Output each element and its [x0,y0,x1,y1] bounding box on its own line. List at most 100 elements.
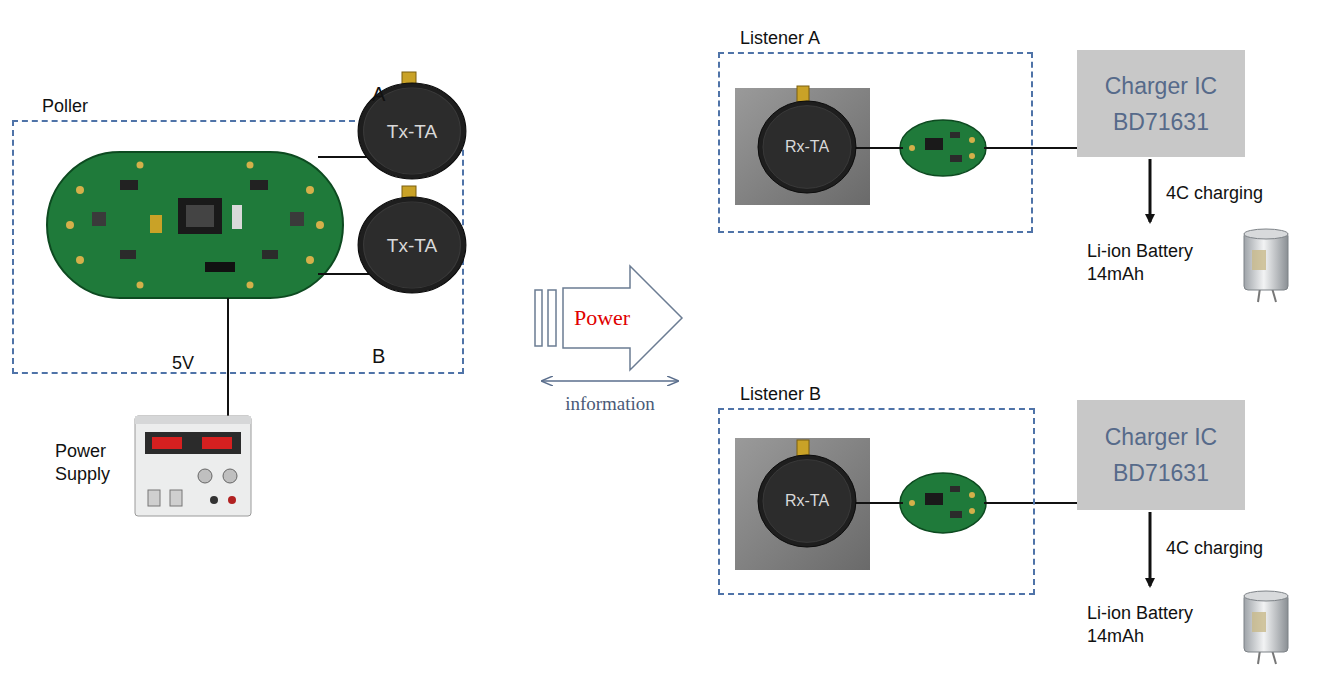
coil-ring [763,460,851,543]
wire [227,298,229,416]
charger-ic-box: Charger IC BD71631 [1077,50,1245,157]
battery-icon [1244,229,1288,239]
coil-label: Rx-TA [785,137,829,157]
poller-pcb [178,198,222,234]
charging-arrow [1149,159,1152,222]
listener-pcb [969,508,975,514]
power-supply-icon [152,437,182,449]
coil-label: Rx-TA [785,491,829,511]
wire [318,273,372,275]
battery-icon [1244,591,1288,664]
wire [984,147,1033,149]
coil-ring [763,106,851,189]
power-arrow [563,266,682,370]
text-label: Li-ion Battery 14mAh [1087,240,1232,286]
poller-pcb [137,282,144,289]
wire [984,502,1035,504]
text-label: Power Supply [55,440,135,486]
coil-ring [364,202,461,288]
battery-icon [1244,594,1288,652]
power-supply-icon [135,416,251,424]
text-label: 4C charging [1166,537,1263,560]
poller-pcb [120,180,138,190]
poller-pcb [92,212,106,226]
listener-pcb [950,132,960,138]
rx-coil-photo [797,86,809,102]
coil-antenna: Tx-TA [357,196,467,294]
text-label: Li-ion Battery 14mAh [1087,602,1232,648]
rx-coil-photo [735,88,870,205]
text-label: 4C charging [1166,182,1263,205]
power-arrow [535,266,682,370]
battery-icon [1244,229,1288,302]
listener-pcb [909,145,915,151]
poller-pcb [247,162,254,169]
power-supply-icon [135,416,251,516]
poller-pcb [76,186,84,194]
rx-coil-photo [735,438,870,570]
coil-body [758,101,856,193]
poller-pcb [205,262,235,272]
listener-pcb [950,155,962,162]
charger-ic-box: Charger IC BD71631 [1077,400,1245,510]
charger-ic-label: Charger IC BD71631 [1096,419,1226,491]
power-supply-icon [198,469,212,483]
power-supply-icon [170,490,182,506]
coil-label: Tx-TA [387,234,437,257]
poller-pcb [316,221,324,229]
wire [845,147,1033,149]
coil-body [758,455,856,547]
poller-pcb [76,256,84,264]
dashed-group-box: Listener ARx-TA [718,52,1033,233]
power-supply-icon [135,416,251,516]
power-arrow [548,290,556,346]
coil-antenna: Rx-TA [757,454,857,548]
listener-pcb [950,486,960,492]
poller-pcb [120,250,136,259]
listener-pcb [969,153,975,159]
text-label: Power [567,304,637,331]
listener-pcb [909,500,915,506]
information-arrow [542,380,678,382]
group-heading: Listener B [740,383,821,405]
power-supply-icon [228,496,236,504]
text-label: A [372,82,385,107]
poller-pcb [262,250,278,259]
poller-pcb [47,152,343,298]
power-supply-icon [210,496,218,504]
poller-pcb [306,256,314,264]
listener-pcb [925,138,943,150]
listener-pcb [900,120,986,176]
battery-icon [1244,232,1288,290]
listener-pcb [969,492,975,498]
poller-pcb [47,152,343,298]
charging-arrow [1149,512,1152,586]
text-label: information [540,392,680,416]
poller-pcb [137,162,144,169]
poller-pcb [306,186,314,194]
wire [845,502,1035,504]
listener-pcb [900,120,986,176]
listener-pcb [925,493,943,505]
poller-pcb [66,221,74,229]
battery-icon [1252,250,1266,270]
poller-pcb [232,205,242,229]
poller-pcb [290,212,304,226]
power-supply-icon [148,490,160,506]
poller-pcb [247,282,254,289]
connector-wire [1033,147,1077,149]
listener-pcb [969,137,975,143]
wire [318,156,372,158]
coil-label: Tx-TA [387,120,437,143]
group-heading: Poller [42,95,88,117]
poller-pcb [186,205,214,227]
dashed-group-box: PollerTx-TATx-TA [12,120,464,374]
power-supply-icon [202,437,232,449]
rx-coil-photo [735,438,870,570]
listener-pcb [950,511,962,518]
listener-pcb [900,473,986,533]
battery-icon [1252,612,1266,632]
battery-icon [1244,591,1288,601]
power-arrow [535,290,542,346]
